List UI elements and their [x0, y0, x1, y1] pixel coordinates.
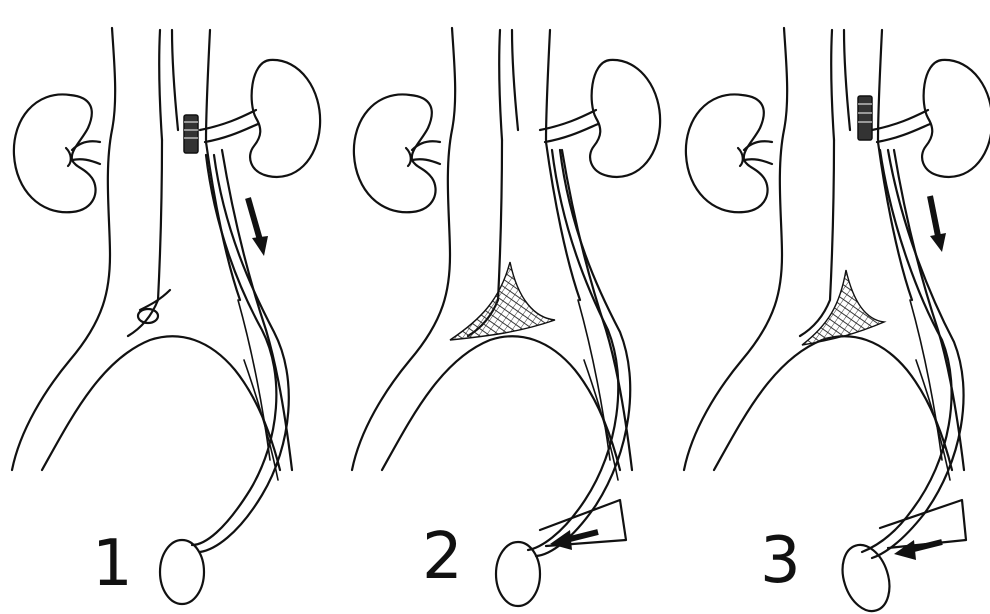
panel-2: 2 — [352, 28, 660, 606]
testis — [496, 542, 540, 606]
arrow-left-icon — [550, 530, 572, 550]
arrow-down-icon — [930, 233, 946, 252]
panel-label: 1 — [92, 527, 133, 601]
venous-thrombus — [802, 270, 884, 345]
testis — [160, 540, 204, 604]
panel-label: 3 — [760, 524, 801, 598]
clip-icon — [858, 96, 872, 140]
panel-label: 2 — [422, 520, 463, 594]
clip-icon — [184, 115, 198, 153]
panel-1: 1 — [12, 28, 320, 604]
panel-3: 3 — [684, 28, 990, 614]
venous-thrombus — [450, 262, 555, 340]
ligated-stump — [138, 309, 158, 323]
arrow-down-icon — [252, 236, 268, 256]
